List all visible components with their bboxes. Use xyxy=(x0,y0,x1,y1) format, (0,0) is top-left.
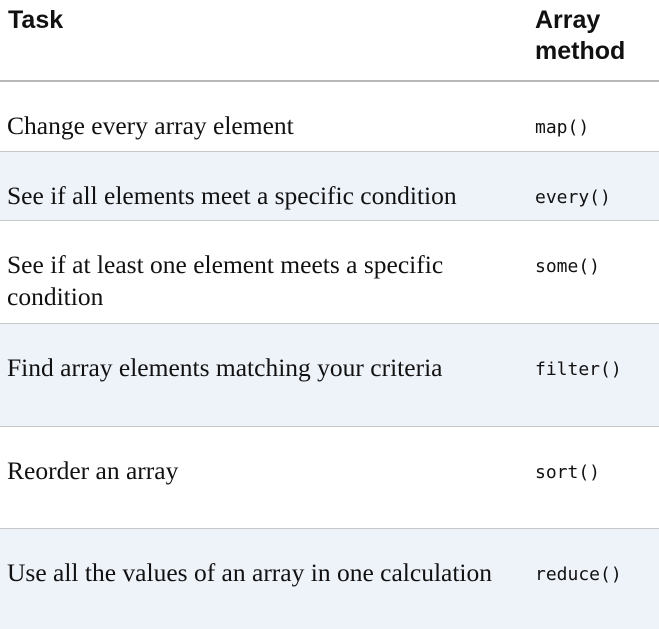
table-row: Change every array element map() xyxy=(0,82,659,152)
task-cell: Use all the values of an array in one ca… xyxy=(7,558,493,587)
table-row: Find array elements matching your criter… xyxy=(0,324,659,427)
method-cell: reduce() xyxy=(535,564,622,585)
method-cell: some() xyxy=(535,256,601,277)
task-cell: Reorder an array xyxy=(7,456,179,485)
table-header-row: Task Array method xyxy=(0,0,659,82)
task-cell: Change every array element xyxy=(7,111,294,140)
table-row: Use all the values of an array in one ca… xyxy=(0,529,659,629)
table-row: See if all elements meet a specific cond… xyxy=(0,152,659,221)
table-row: See if at least one element meets a spec… xyxy=(0,221,659,324)
array-method-column-header: Array method xyxy=(535,6,626,65)
method-cell: map() xyxy=(535,117,590,138)
task-cell: Find array elements matching your criter… xyxy=(7,353,443,382)
method-cell: every() xyxy=(535,187,611,208)
task-cell: See if at least one element meets a spec… xyxy=(7,250,444,311)
task-cell: See if all elements meet a specific cond… xyxy=(7,181,457,210)
table-row: Reorder an array sort() xyxy=(0,427,659,529)
method-cell: filter() xyxy=(535,359,622,380)
task-column-header: Task xyxy=(8,6,64,34)
method-cell: sort() xyxy=(535,462,601,483)
